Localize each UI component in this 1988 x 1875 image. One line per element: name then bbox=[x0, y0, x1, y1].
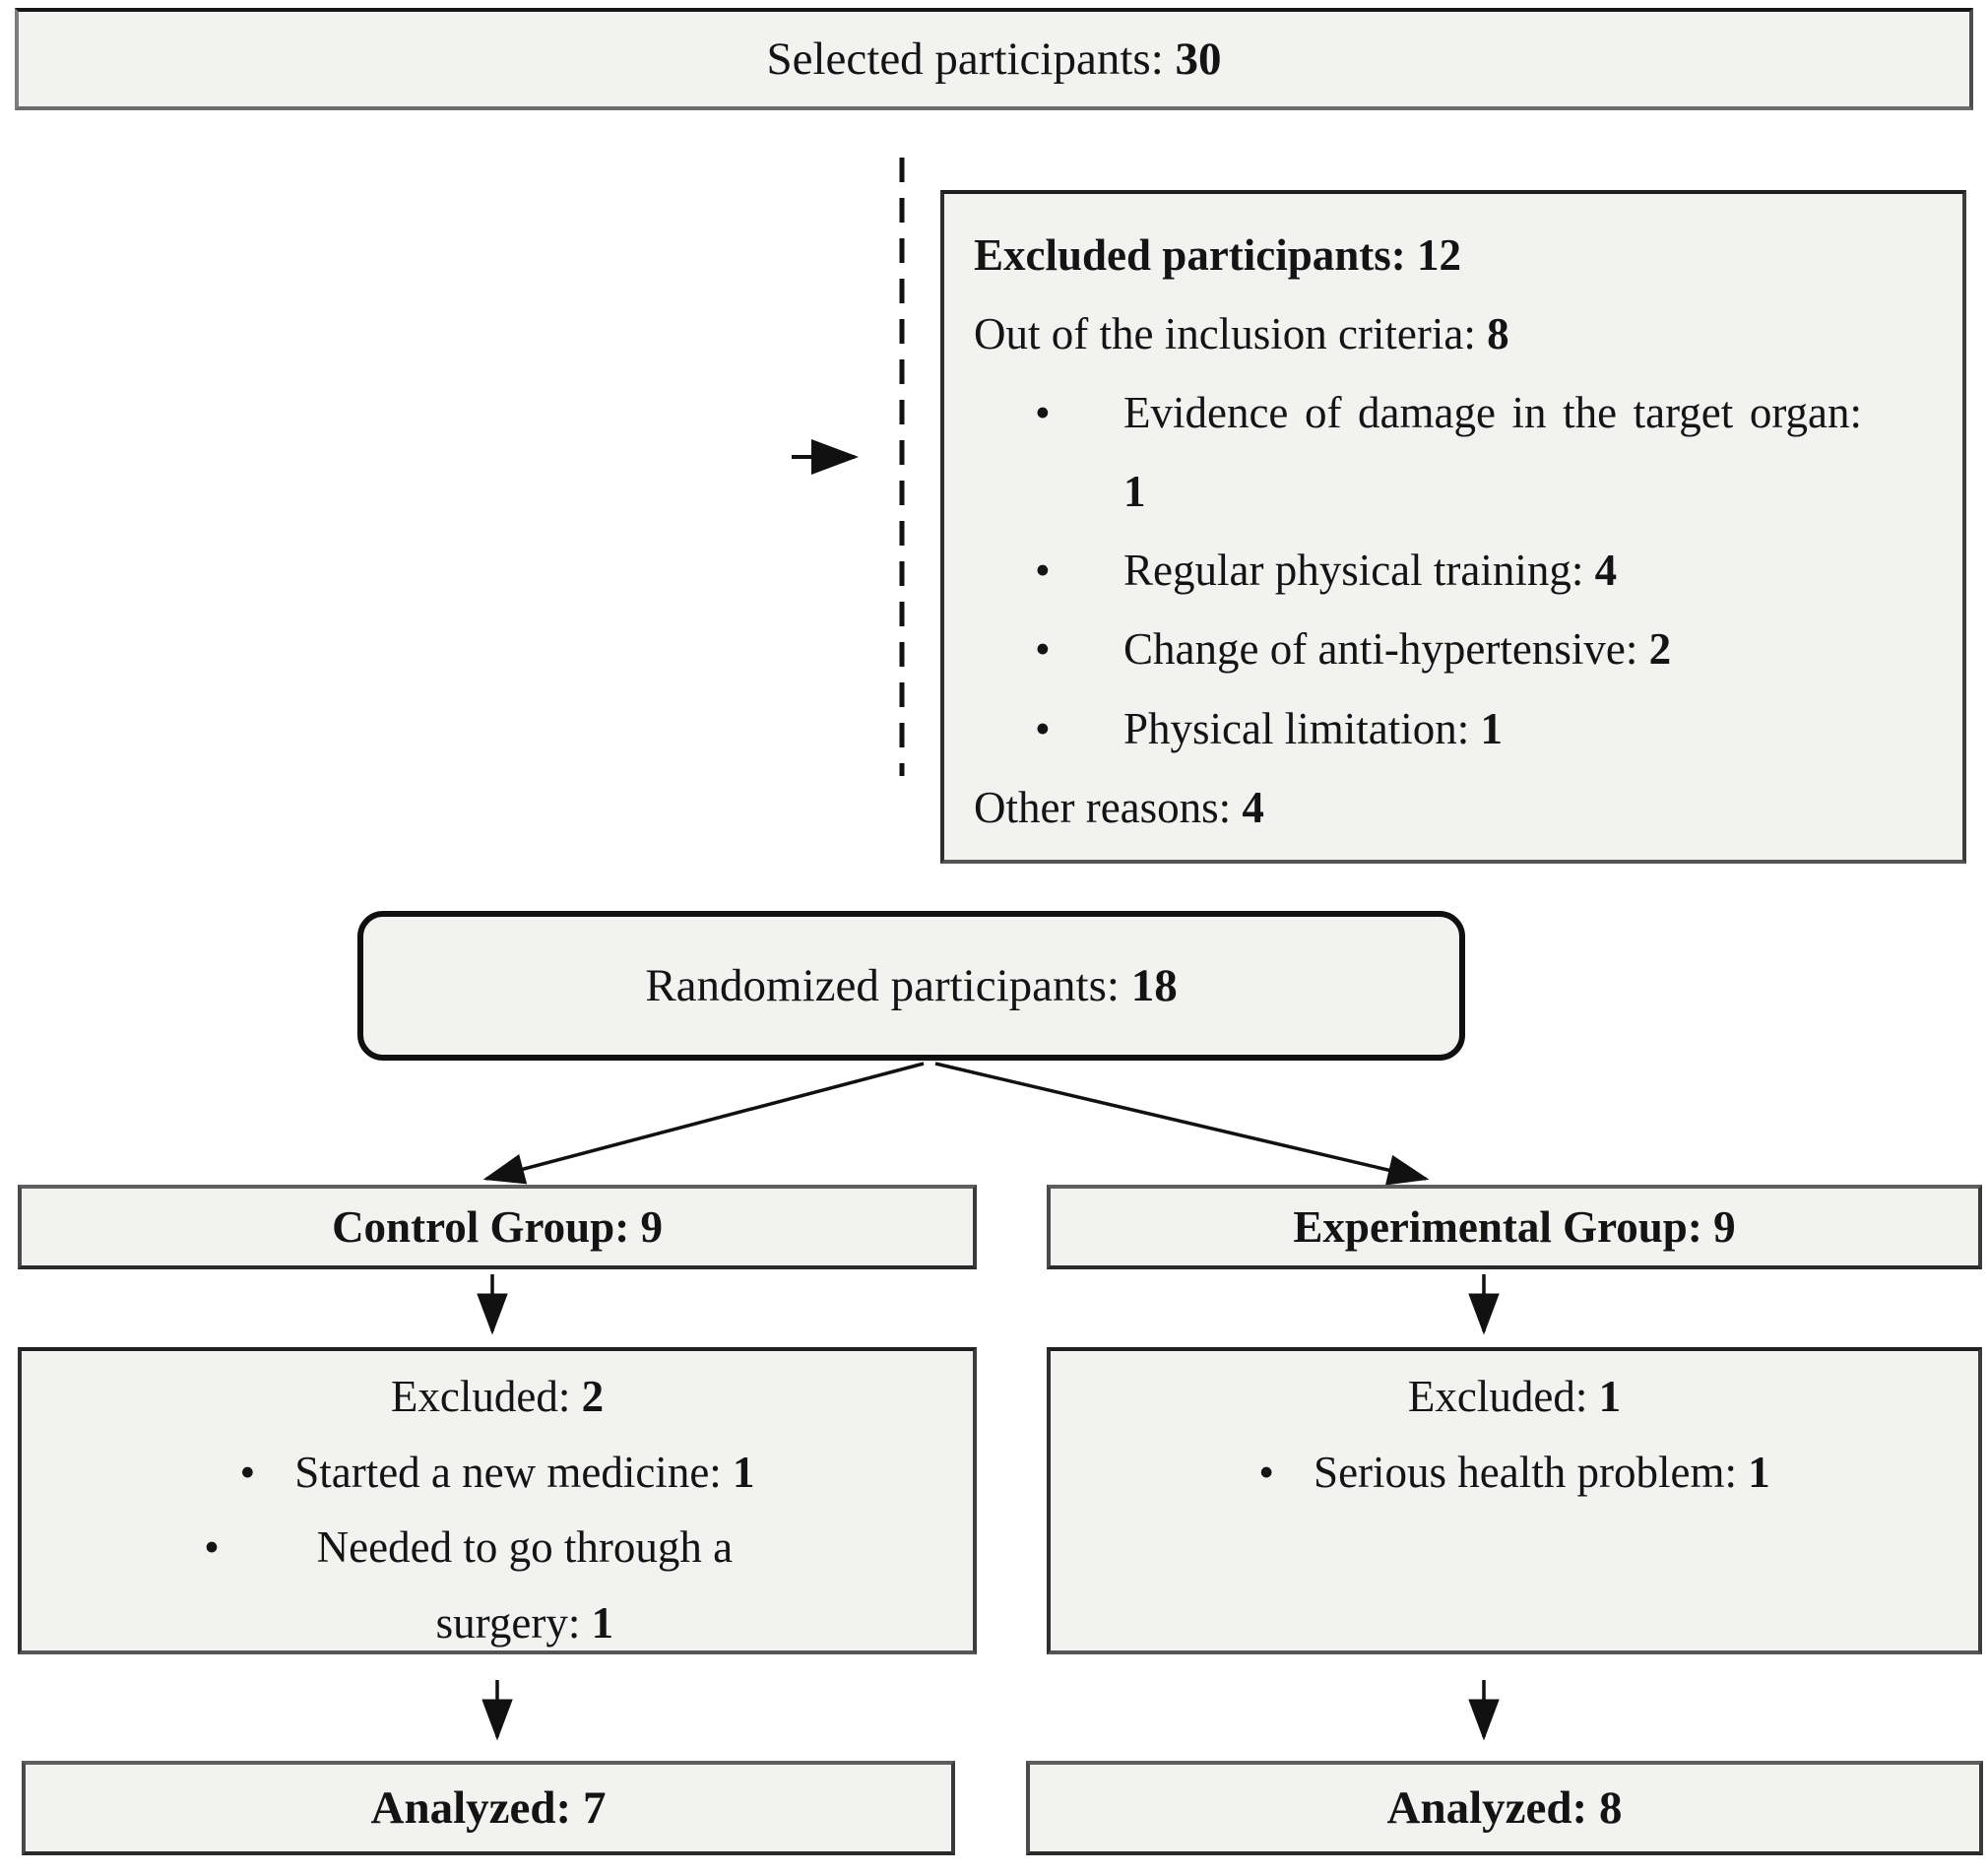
exclusion-reason-item: Physical limitation: 1 bbox=[1035, 689, 1862, 768]
control-excluded-bullet: • Needed to go through a surgery: 1 bbox=[22, 1510, 973, 1660]
control-excluded-reason-label: Started a new medicine: bbox=[294, 1447, 734, 1497]
experimental-excluded-reason-label: Serious health problem: bbox=[1314, 1447, 1749, 1497]
excluded-participants-label: Excluded participants: bbox=[974, 230, 1418, 280]
randomized-participants-label: Randomized participants: bbox=[645, 960, 1131, 1011]
experimental-excluded-reason: Serious health problem: 1 bbox=[1314, 1435, 1770, 1511]
exclusion-reason-item: Regular physical training: 4 bbox=[1035, 531, 1862, 610]
experimental-group-label: Experimental Group: bbox=[1293, 1202, 1714, 1252]
experimental-analyzed-box: Analyzed: 8 bbox=[1026, 1761, 1983, 1855]
experimental-group-text: Experimental Group: 9 bbox=[1293, 1201, 1735, 1253]
experimental-excluded-label: Excluded: bbox=[1407, 1372, 1599, 1421]
excluded-participants-count: 12 bbox=[1417, 230, 1462, 280]
selected-participants-box: Selected participants: 30 bbox=[15, 8, 1973, 110]
exclusion-reason-label: Physical limitation: bbox=[1123, 703, 1481, 753]
experimental-analyzed-text: Analyzed: 8 bbox=[1387, 1781, 1623, 1835]
control-excluded-reason-count: 1 bbox=[591, 1597, 614, 1648]
experimental-group-count: 9 bbox=[1713, 1202, 1736, 1252]
experimental-excluded-box: Excluded: 1 • Serious health problem: 1 bbox=[1047, 1347, 1982, 1654]
selected-participants-text: Selected participants: 30 bbox=[766, 32, 1221, 86]
randomized-participants-count: 18 bbox=[1130, 960, 1178, 1011]
inclusion-criteria-line: Out of the inclusion criteria: 8 bbox=[974, 294, 1933, 373]
control-excluded-reason-count: 1 bbox=[733, 1447, 755, 1497]
control-group-box: Control Group: 9 bbox=[18, 1185, 977, 1269]
bullet-icon: • bbox=[239, 1447, 256, 1497]
randomized-participants-text: Randomized participants: 18 bbox=[645, 959, 1177, 1012]
experimental-excluded-bullet: • Serious health problem: 1 bbox=[1051, 1435, 1978, 1511]
experimental-excluded-reason-count: 1 bbox=[1748, 1447, 1770, 1497]
bullet-icon: • bbox=[1258, 1447, 1275, 1497]
control-group-label: Control Group: bbox=[332, 1202, 641, 1252]
control-excluded-title: Excluded: 2 bbox=[22, 1359, 973, 1435]
experimental-analyzed-label: Analyzed: bbox=[1386, 1782, 1599, 1834]
other-reasons-label: Other reasons: bbox=[974, 782, 1243, 832]
experimental-excluded-title: Excluded: 1 bbox=[1051, 1359, 1978, 1435]
control-excluded-reason: Started a new medicine: 1 bbox=[294, 1435, 754, 1511]
control-excluded-reason-label: Needed to go through a surgery: bbox=[316, 1522, 734, 1648]
exclusion-reason-count: 4 bbox=[1594, 546, 1618, 596]
other-reasons-line: Other reasons: 4 bbox=[974, 768, 1933, 847]
exclusion-reason-count: 1 bbox=[1123, 467, 1146, 517]
exclusion-reason-label: Evidence of damage in the target organ: bbox=[1123, 388, 1862, 438]
randomized-to-control-arrow bbox=[482, 1062, 925, 1185]
exclusion-reason-count: 1 bbox=[1480, 703, 1503, 753]
exclusion-reason-count: 2 bbox=[1648, 624, 1672, 675]
control-analyzed-text: Analyzed: 7 bbox=[371, 1781, 607, 1835]
randomized-to-experimental-arrow bbox=[934, 1062, 1430, 1186]
experimental-excluded-count: 1 bbox=[1598, 1372, 1622, 1421]
control-excluded-label: Excluded: bbox=[390, 1372, 582, 1421]
selected-participants-label: Selected participants: bbox=[766, 33, 1176, 85]
exclusion-reason-label: Change of anti-hypertensive: bbox=[1123, 624, 1649, 675]
control-analyzed-label: Analyzed: bbox=[370, 1782, 583, 1834]
experimental-analyzed-count: 8 bbox=[1598, 1782, 1623, 1834]
exclusion-reason-item: Change of anti-hypertensive: 2 bbox=[1035, 610, 1862, 688]
control-excluded-box: Excluded: 2 • Started a new medicine: 1 … bbox=[18, 1347, 977, 1654]
exclusion-reason-item: Evidence of damage in the target organ: … bbox=[1035, 373, 1862, 531]
selected-participants-count: 30 bbox=[1175, 33, 1222, 85]
excluded-participants-box: Excluded participants: 12 Out of the inc… bbox=[940, 190, 1966, 864]
experimental-group-box: Experimental Group: 9 bbox=[1047, 1185, 1982, 1269]
exclusion-reason-list: Evidence of damage in the target organ: … bbox=[974, 373, 1933, 768]
control-excluded-bullet: • Started a new medicine: 1 bbox=[22, 1435, 973, 1511]
excluded-participants-title: Excluded participants: 12 bbox=[974, 216, 1933, 294]
randomized-participants-box: Randomized participants: 18 bbox=[357, 911, 1465, 1061]
control-analyzed-count: 7 bbox=[582, 1782, 607, 1834]
control-group-text: Control Group: 9 bbox=[332, 1201, 663, 1253]
inclusion-criteria-count: 8 bbox=[1487, 309, 1509, 359]
inclusion-criteria-label: Out of the inclusion criteria: bbox=[974, 309, 1488, 359]
bullet-icon: • bbox=[204, 1522, 220, 1572]
other-reasons-count: 4 bbox=[1242, 782, 1264, 832]
control-analyzed-box: Analyzed: 7 bbox=[22, 1761, 955, 1855]
control-group-count: 9 bbox=[640, 1202, 663, 1252]
exclusion-reason-label: Regular physical training: bbox=[1123, 546, 1595, 596]
control-excluded-reason: Needed to go through a surgery: 1 bbox=[259, 1510, 791, 1660]
control-excluded-count: 2 bbox=[581, 1372, 605, 1421]
